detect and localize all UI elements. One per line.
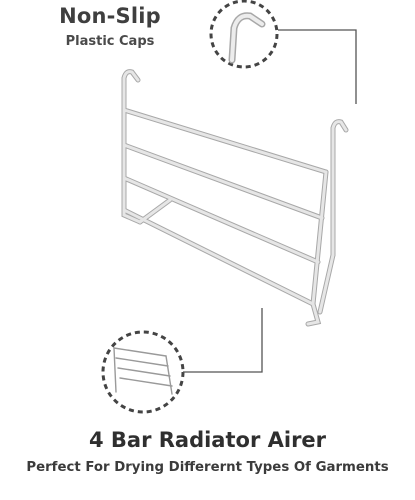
rack-callout-line [183,308,263,373]
callout-title: Non-Slip [59,4,161,28]
callout-subtitle: Plastic Caps [65,34,155,49]
product-title: 4 Bar Radiator Airer [88,428,327,452]
rack-detail-callout [101,308,263,414]
radiator-airer-rack [121,69,349,327]
product-tagline: Perfect For Drying Differernt Types Of G… [26,460,389,475]
hook-detail-callout [209,0,357,104]
hook-callout-line [278,29,357,104]
